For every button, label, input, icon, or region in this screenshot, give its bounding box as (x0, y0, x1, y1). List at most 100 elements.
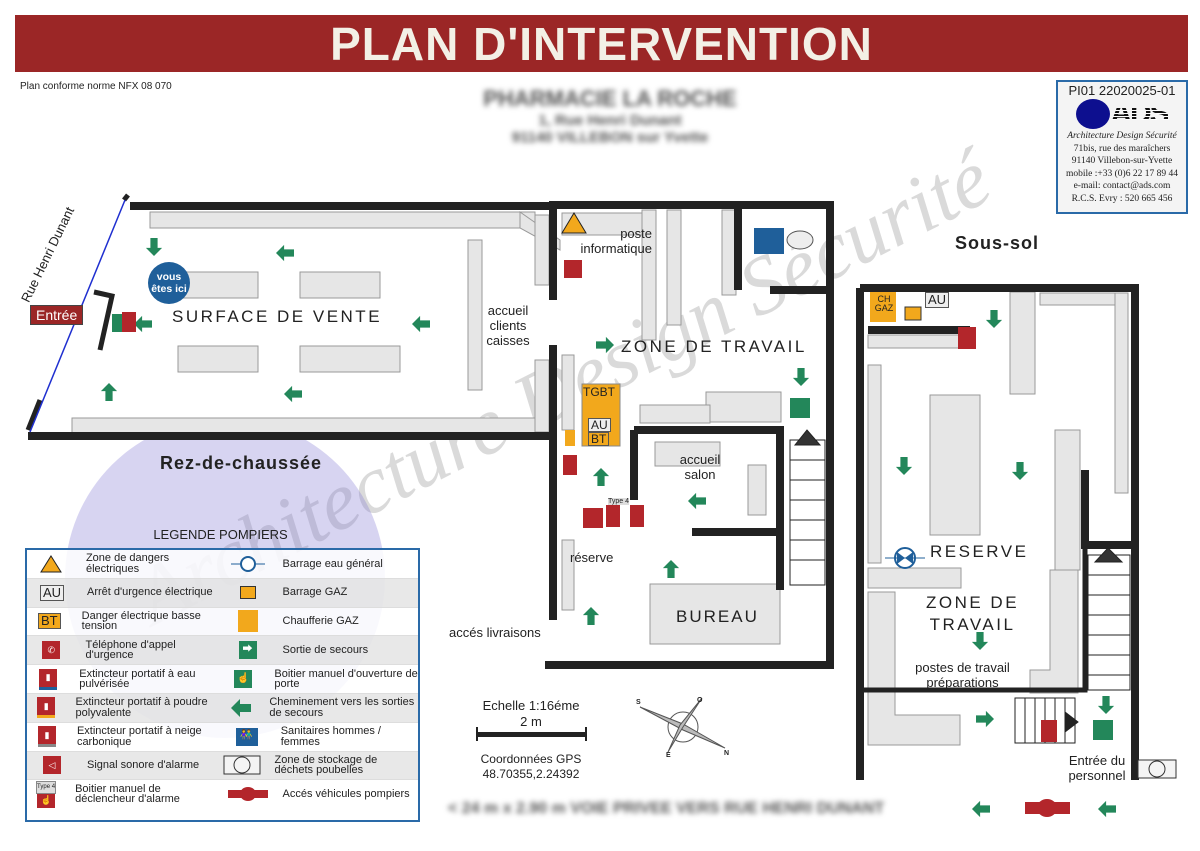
compass-e: E (666, 752, 671, 759)
waste-storage-icon (1137, 759, 1177, 779)
electric-danger-icon (561, 212, 587, 234)
legend-label: Arrêt d'urgence électrique (87, 586, 213, 599)
legend-row: Type 4☝Boitier manuel de déclencheur d'a… (27, 780, 418, 808)
company-name: Architecture Design Sécurité (1067, 131, 1177, 141)
room-reception: accueil clients caisses (486, 303, 530, 348)
legend: Zone de dangers électriques Barrage eau … (25, 548, 420, 822)
you-are-here-marker: vous êtes ici (148, 262, 190, 304)
legend-row: ✆ Téléphone d'appel d'urgence ⮕ Sortie de … (27, 636, 418, 666)
legend-row: ◁ Signal sonore d'alarme Zone de stockage… (27, 751, 418, 781)
electric-danger-icon (40, 554, 63, 573)
page-title: PLAN D'INTERVENTION (330, 17, 873, 70)
room-work-zone: ZONE DE TRAVAIL (621, 337, 807, 356)
gas-boiler-icon (870, 292, 896, 322)
legend-label: Zone de dangers électriques (85, 552, 170, 575)
legend-label: Chaufferie GAZ (282, 615, 359, 628)
entrance-label: Entrée (30, 305, 84, 325)
ch-label: CH (877, 294, 891, 304)
compass-o: O (697, 697, 703, 704)
gps-label: Coordonnées GPS (480, 752, 582, 766)
room-office: BUREAU (676, 607, 759, 626)
gas-valve-icon (239, 586, 256, 600)
legend-label: Sanitaires hommes / femmes (280, 725, 381, 748)
access-road-label: < 24 m x 2.90 m VOIE PRIVEE VERS RUE HEN… (448, 800, 885, 817)
company-mobile: mobile :+33 (0)6 22 17 89 44 (1066, 168, 1178, 179)
tgbt-label: TGBT (583, 385, 615, 399)
toilet-bowl (786, 230, 814, 250)
room-sales-floor: SURFACE DE VENTE (172, 307, 383, 326)
legend-label: Sortie de secours (282, 644, 369, 657)
ground-floor-title: Rez-de-chaussée (160, 453, 323, 473)
scale-label: Echelle 1:16éme (482, 698, 580, 713)
site-address: 1, Rue Henri Dunant (538, 112, 682, 129)
delivery-access-label: accés livraisons (449, 625, 541, 640)
gas-valve-icon (904, 306, 922, 321)
walls (28, 201, 1139, 780)
legend-label: Cheminement vers les sorties de secours (269, 696, 415, 719)
alarm-siren-icon: ◁ (43, 756, 61, 775)
low-voltage-icon: BT (38, 613, 61, 630)
site-info: PHARMACIE LA ROCHE 1, Rue Henri Dunant 9… (440, 86, 780, 146)
legend-label: Barrage eau général (282, 557, 383, 570)
company-logo: ADS (1058, 98, 1186, 130)
water-extinguisher-icon: ▮ (39, 668, 58, 690)
legend-title: LEGENDE POMPIERS (153, 527, 288, 542)
legend-label: Boitier manuel d'ouverture de porte (274, 667, 418, 691)
legend-label: Téléphone d'appel d'urgence (85, 638, 176, 662)
water-valve-icon (885, 547, 925, 569)
door-release-icon: ☝ (234, 670, 253, 689)
company-rcs: R.C.S. Evry : 520 665 456 (1071, 193, 1173, 204)
emergency-exit-icon: ⮕ (238, 641, 257, 660)
company-address: 71bis, rue des maraîchers (1073, 143, 1171, 154)
legend-row: Zone de dangers électriques Barrage eau … (27, 550, 418, 579)
emergency-phone-icon: ✆ (42, 641, 61, 660)
legend-label: Extincteur portatif à poudre polyvalente (75, 696, 208, 719)
gaz-label: GAZ (874, 303, 894, 313)
room-storage: réserve (570, 550, 614, 565)
toilets-icon (754, 228, 784, 254)
legend-label: Danger électrique basse tension (81, 609, 201, 633)
gas-boiler-icon (237, 610, 258, 633)
basement-title: Sous-sol (955, 233, 1040, 253)
room-reserve: RESERVE (930, 542, 1029, 561)
type4-label: Type 4 (608, 498, 630, 505)
norm-note: Plan conforme norme NFX 08 070 (20, 81, 172, 92)
legend-label: Extincteur portatif à neige carbonique (76, 725, 202, 748)
water-valve-icon (230, 555, 265, 572)
gps-coordinates: 48.70355,2.24392 (482, 767, 580, 781)
legend-row: AU Arrêt d'urgence électrique Barrage GAZ (27, 578, 418, 608)
legend-row: ▮Extincteur portatif à poudre polyvalent… (27, 693, 418, 723)
fire-vehicle-access-icon (227, 787, 268, 802)
furniture (71, 209, 1129, 746)
compass-s: S (636, 699, 641, 706)
site-city: 91140 VILLEBON sur Yvette (511, 129, 709, 146)
manual-call-point-icon: ☝ (37, 793, 56, 808)
legend-label: Barrage GAZ (282, 586, 348, 599)
basement-au-label: AU (925, 292, 950, 308)
bt-label: BT (588, 432, 610, 446)
extinguishers (122, 260, 1057, 742)
fire-vehicle-access-icon (1025, 799, 1070, 817)
scale-length: 2 m (520, 714, 542, 729)
legend-row: ▮ Extincteur portatif à eau pulvérisée ☝ B… (27, 665, 418, 694)
legend-label: Zone de stockage de déchets poubelles (274, 753, 378, 777)
staff-entrance-label: Entrée du personnel (1068, 753, 1126, 783)
header-banner: PLAN D'INTERVENTION (15, 15, 1188, 72)
room-it: poste informatique (580, 226, 652, 256)
company-email: e-mail: contact@ads.com (1073, 181, 1171, 191)
emergency-stop-icon: AU (39, 584, 65, 601)
compass-rose (639, 697, 726, 753)
co2-extinguisher-icon: ▮ (37, 726, 56, 748)
toilets-icon: 👫 (235, 727, 258, 746)
legend-row: BT Danger électrique basse tension Chauff… (27, 608, 418, 637)
au-label: AU (588, 418, 611, 432)
legend-label: Extincteur portatif à eau pulvérisée (79, 667, 196, 691)
legend-label: Accés véhicules pompiers (282, 788, 410, 801)
room-preparation: postes de travail préparations (915, 660, 1010, 690)
type4-tag: Type 4 (36, 781, 57, 794)
company-city: 91140 Villebon-sur-Yvette (1071, 156, 1173, 166)
legend-row: ▮Extincteur portatif à neige carbonique … (27, 723, 418, 752)
legend-label: Signal sonore d'alarme (87, 759, 200, 772)
room-basement-work: ZONE DE TRAVAIL (925, 593, 1020, 634)
